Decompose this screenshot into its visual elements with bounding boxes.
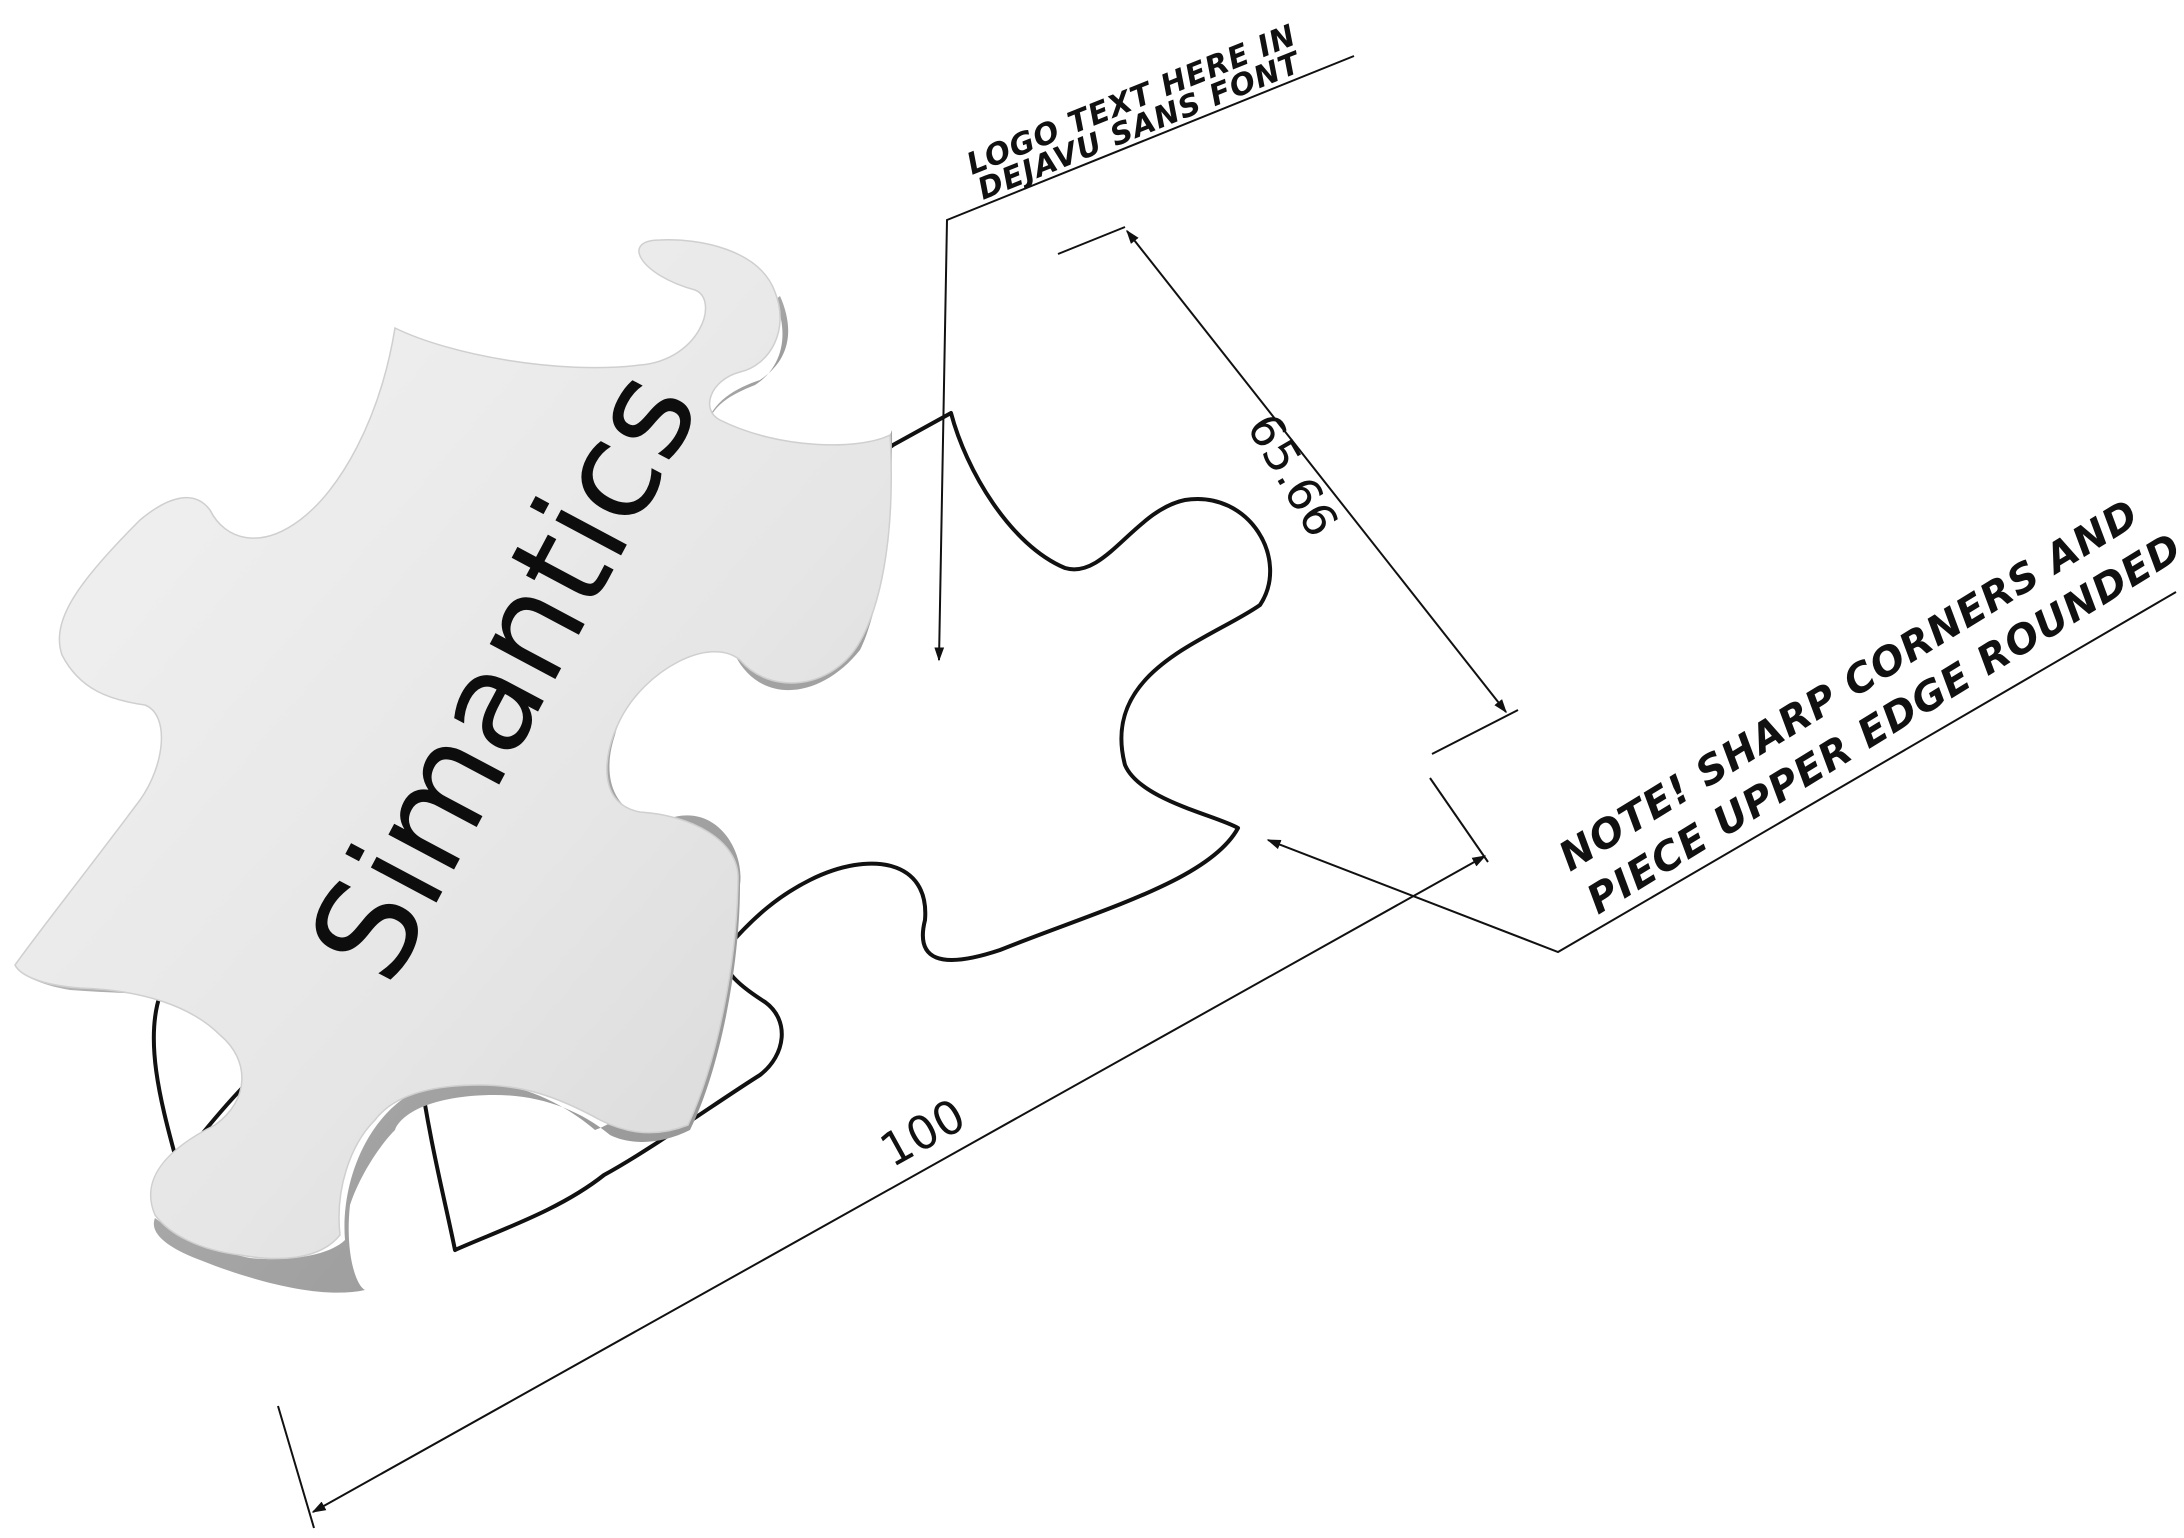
width-dimension-label: 100 [871, 1088, 974, 1178]
corners-note-line-1: NOTE! SHARP CORNERS AND [1551, 491, 2147, 881]
font-note-leader [934, 55, 1355, 662]
corners-note-leader [1266, 591, 2177, 954]
height-dimension: 65.66 [1057, 226, 1519, 755]
corners-note-line-2: PIECE UPPER EDGE ROUNDED [1579, 525, 2184, 924]
